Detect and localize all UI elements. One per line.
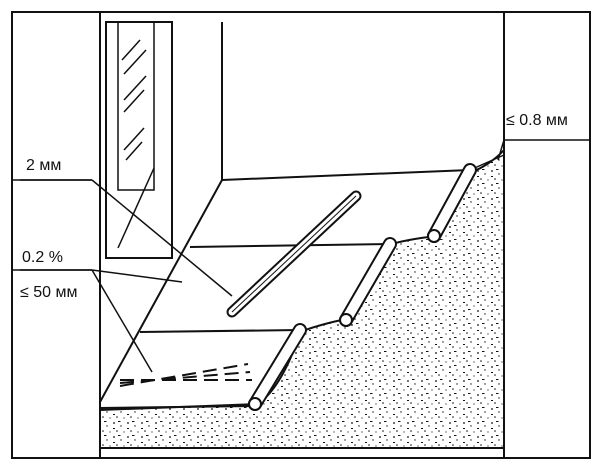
straightedge-bar (226, 190, 362, 318)
outer-frame (11, 11, 591, 459)
label-gap-left: ≤ 50 мм (20, 284, 77, 301)
leader-lines (20, 139, 505, 373)
glass-hatch-icon (121, 39, 147, 161)
label-gap-width: 2 мм (26, 157, 61, 174)
support-rods (226, 163, 477, 411)
rod-1 (248, 323, 307, 411)
window (105, 21, 223, 259)
rod-2 (339, 237, 397, 327)
left-wall (12, 12, 101, 458)
label-slope: 0.2 % (22, 249, 63, 266)
subsoil-section (99, 147, 505, 449)
label-gap-top-right: ≤ 0.8 мм (506, 112, 568, 129)
rod-3 (427, 163, 477, 243)
right-wall (503, 12, 590, 458)
slope-dashes (119, 363, 252, 387)
